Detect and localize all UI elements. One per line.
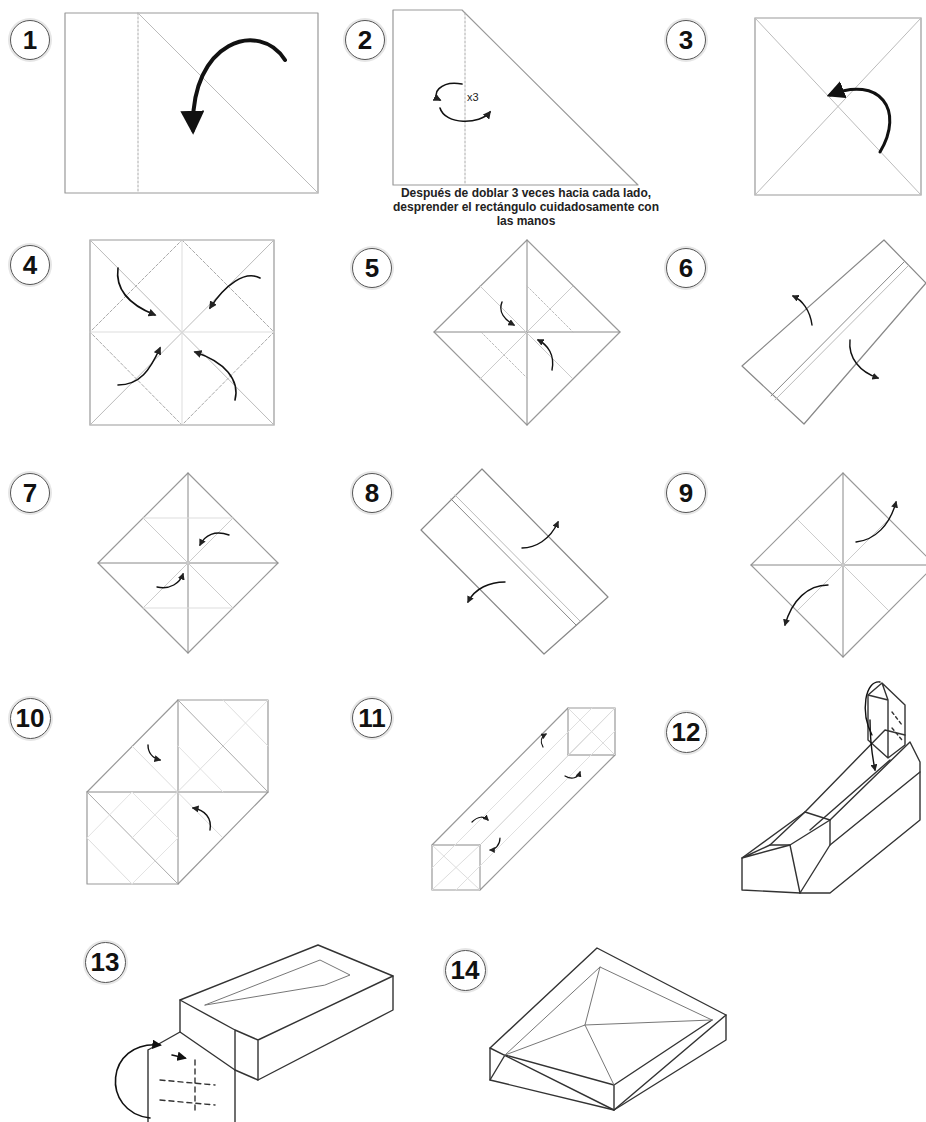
step-14: [490, 948, 726, 1110]
step-number: 3: [679, 27, 693, 53]
step-number: 7: [23, 480, 37, 506]
step-number: 4: [23, 252, 37, 278]
step-3: [755, 18, 921, 195]
step-5: [434, 240, 620, 425]
step-1: [65, 13, 318, 193]
step-2: [393, 10, 638, 185]
step-number: 2: [358, 27, 372, 53]
step-number-circle: 12: [666, 712, 707, 753]
step-number-circle: 10: [10, 698, 51, 739]
step-number-circle: 1: [10, 20, 50, 60]
step-number-circle: 9: [666, 473, 706, 513]
step-number-circle: 3: [666, 20, 706, 60]
step-number-circle: 5: [352, 248, 392, 288]
step-13: [115, 945, 393, 1122]
step-number: 6: [679, 255, 693, 281]
step-number: 8: [365, 480, 379, 506]
step-12: [742, 682, 920, 893]
step-number: 1: [23, 27, 37, 53]
step-number: 11: [358, 705, 386, 731]
step-10: [87, 700, 268, 884]
step-number-circle: 11: [352, 698, 392, 738]
step-number-circle: 14: [445, 950, 486, 991]
step-number: 13: [91, 949, 120, 975]
step-number-circle: 2: [345, 20, 385, 60]
step-number: 10: [16, 705, 45, 731]
step-number-circle: 7: [10, 473, 50, 513]
step-9: [751, 473, 926, 657]
step-6: [742, 240, 926, 424]
step-number-circle: 8: [352, 473, 392, 513]
step-7: [98, 473, 278, 653]
step-number: 9: [679, 480, 693, 506]
step-number: 5: [365, 255, 379, 281]
repeat-count: x3: [467, 91, 479, 104]
step-number-circle: 13: [85, 942, 126, 983]
instruction-note: Después de doblar 3 veces hacia cada lad…: [392, 187, 660, 228]
step-4: [90, 240, 274, 425]
step-number: 12: [672, 719, 701, 745]
step-number: 14: [451, 957, 480, 983]
step-number-circle: 4: [10, 245, 50, 285]
step-number-circle: 6: [666, 248, 706, 288]
step-8: [421, 469, 608, 654]
step-11: [432, 708, 615, 890]
